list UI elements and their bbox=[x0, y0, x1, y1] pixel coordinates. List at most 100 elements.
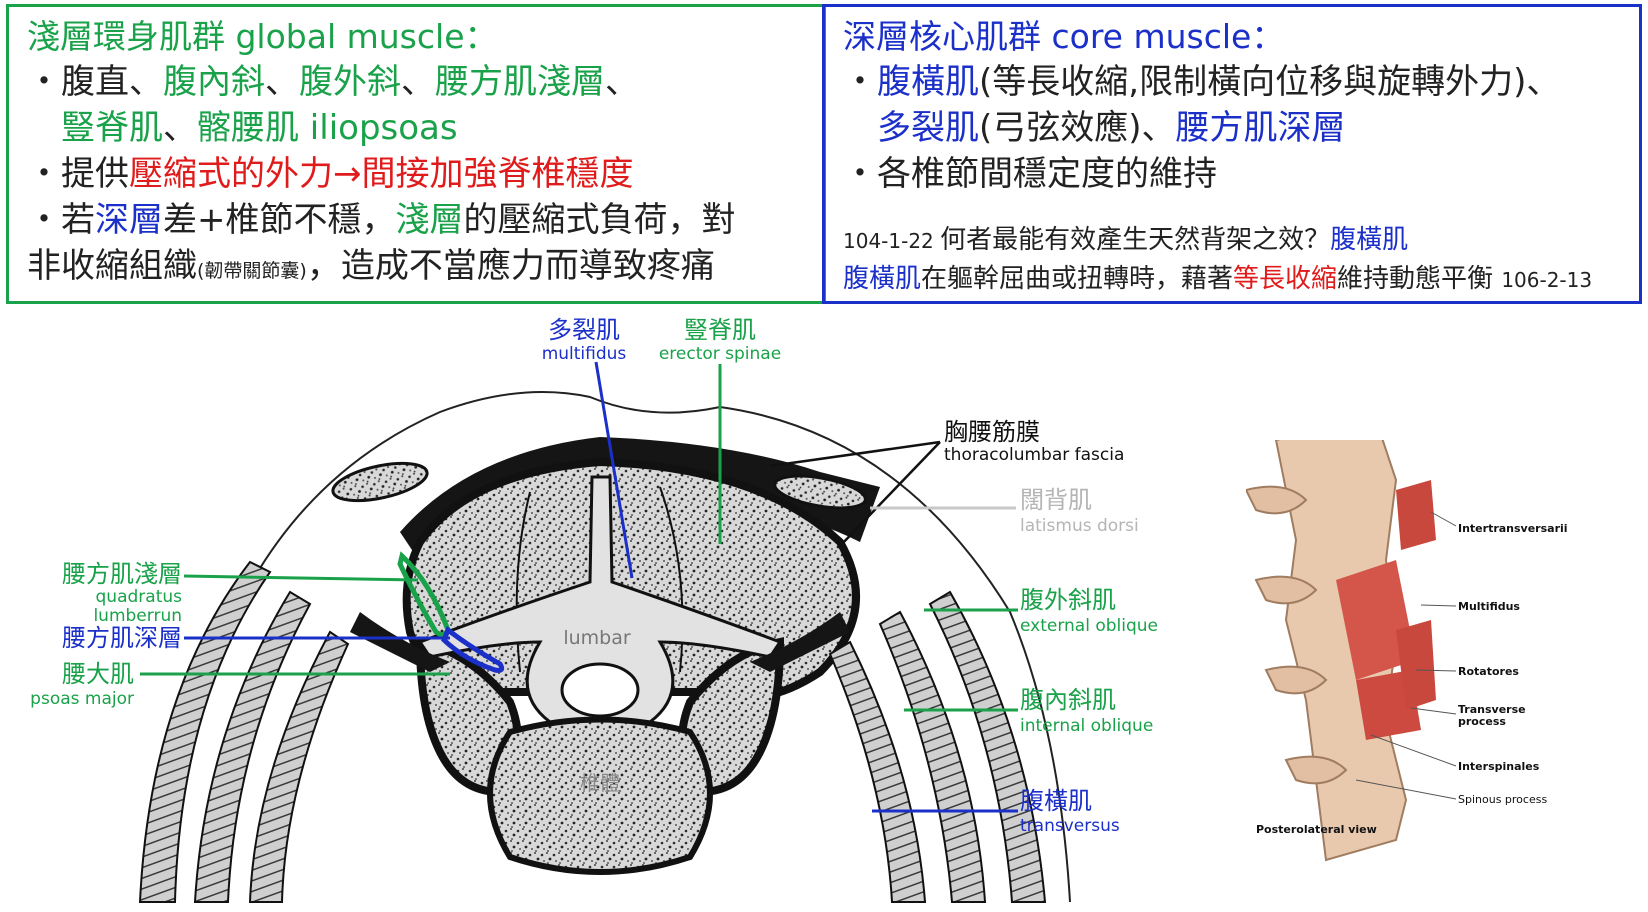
label-lumbar: lumbar bbox=[563, 627, 631, 649]
spine-bones bbox=[1274, 440, 1408, 862]
leader-ql-superficial bbox=[183, 574, 419, 582]
abdominal-layer-right-3 bbox=[828, 640, 927, 903]
spine-process-3 bbox=[1264, 665, 1328, 695]
bullet: ・ bbox=[843, 62, 877, 102]
muscle-multifidus bbox=[1336, 560, 1416, 680]
core-muscle-title: 深層核心肌群 core muscle： bbox=[843, 15, 1621, 59]
spine-label-intertransversarii: Intertransversarii bbox=[1458, 522, 1568, 535]
spinal-canal bbox=[560, 662, 640, 718]
text-fragment: 維持動態平衡 bbox=[1337, 264, 1502, 294]
muscle-lower bbox=[1396, 620, 1436, 710]
leader-intertransversarii bbox=[1430, 511, 1457, 527]
leader-multifidus bbox=[1420, 604, 1457, 607]
question-number: 106-2-13 bbox=[1501, 268, 1593, 292]
text-fragment: 腹橫肌 bbox=[877, 62, 979, 102]
ql-superficial-outline bbox=[397, 551, 451, 638]
leader-fascia-1 bbox=[769, 440, 941, 468]
core-muscle-panel: 深層核心肌群 core muscle： ・腹橫肌(等長收縮,限制橫向位移與旋轉外… bbox=[822, 4, 1642, 304]
spine-label-multifidus: Multifidus bbox=[1458, 600, 1520, 613]
thoracolumbar-fascia-band bbox=[400, 437, 880, 562]
text-fragment: ・若 bbox=[27, 200, 95, 240]
question-answer: 腹橫肌 bbox=[1330, 225, 1409, 255]
text-fragment: 腰方肌深層 bbox=[1175, 108, 1346, 148]
text-fragment: 腹直、 bbox=[61, 62, 163, 102]
core-bullet-1: ・腹橫肌(等長收縮,限制橫向位移與旋轉外力)、 bbox=[843, 59, 1621, 105]
spine-process-4 bbox=[1284, 755, 1348, 785]
text-fragment: 髂腰肌 iliopsoas bbox=[197, 108, 458, 148]
label-fascia-en: thoracolumbar fascia bbox=[944, 445, 1124, 465]
body-wall-outline bbox=[169, 391, 1071, 903]
label-int-oblique-zh: 腹內斜肌 bbox=[1020, 686, 1116, 714]
leader-fascia-2 bbox=[839, 441, 941, 547]
global-title-zh: 淺層環身肌群 bbox=[27, 17, 225, 56]
spine-label-process: process bbox=[1458, 715, 1506, 728]
leader-interspinales bbox=[1370, 734, 1457, 767]
global-bullet-2: ・提供壓縮式的外力→間接加強脊椎穩度 bbox=[27, 151, 805, 197]
latissimus-right-oval bbox=[773, 474, 867, 510]
spine-label-transverse: Transverse bbox=[1458, 703, 1526, 716]
core-bullet-1-cont: 多裂肌(弓弦效應)、腰方肌深層 bbox=[843, 105, 1621, 151]
fascia-band-right bbox=[750, 612, 850, 672]
global-title-en: global muscle： bbox=[225, 17, 498, 56]
label-transversus-en: transversus bbox=[1020, 816, 1120, 836]
text-fragment: 、 bbox=[265, 62, 299, 102]
spine-label-spinous-process: Spinous process bbox=[1458, 793, 1547, 806]
exam-question-2: 腹橫肌在軀幹屈曲或扭轉時，藉著等長收縮維持動態平衡 106-2-13 bbox=[843, 260, 1621, 299]
text-fragment: 腹外斜 bbox=[299, 62, 401, 102]
label-psoas-zh: 腰大肌 bbox=[62, 660, 134, 688]
spine-posterolateral-figure: Intertransversarii Multifidus Rotatores … bbox=[1246, 440, 1568, 862]
global-muscle-panel: 淺層環身肌群 global muscle： ・腹直、腹內斜、腹外斜、腰方肌淺層、… bbox=[6, 4, 826, 304]
muscle-septum bbox=[659, 486, 684, 673]
label-vertebral-body: 椎體 bbox=[580, 771, 620, 795]
label-ql-deep-zh: 腰方肌深層 bbox=[62, 624, 182, 652]
text-fragment: 差+椎節不穩， bbox=[163, 200, 396, 240]
ql-deep-outline bbox=[441, 625, 505, 673]
exam-question-1: 104-1-22 何者最能有效產生天然背架之效？腹橫肌 bbox=[843, 221, 1621, 260]
muscle-intertransversarii bbox=[1396, 480, 1436, 550]
spine-label-rotatores: Rotatores bbox=[1458, 665, 1519, 678]
leader-spinous-process bbox=[1355, 779, 1457, 800]
text-fragment: 、 bbox=[401, 62, 435, 102]
label-latissimus-zh: 闊背肌 bbox=[1020, 486, 1092, 514]
text-fragment: (弓弦效應)、 bbox=[979, 108, 1176, 148]
bullet: ・ bbox=[27, 62, 61, 102]
text-fragment: 等長收縮 bbox=[1233, 264, 1338, 294]
global-bullet-1-cont: 豎脊肌、髂腰肌 iliopsoas bbox=[27, 105, 805, 151]
label-ql-superficial-zh: 腰方肌淺層 bbox=[62, 560, 182, 588]
label-transversus-zh: 腹橫肌 bbox=[1020, 787, 1092, 815]
text-fragment: 在軀幹屈曲或扭轉時，藉著 bbox=[921, 264, 1234, 294]
global-bullet-3-cont: 非收縮組織(韌帶關節囊)，造成不當應力而導致疼痛 bbox=[27, 243, 805, 294]
label-ext-oblique-en: external oblique bbox=[1020, 616, 1158, 636]
abdominal-layer-left-3 bbox=[248, 630, 350, 903]
label-int-oblique-en: internal oblique bbox=[1020, 716, 1153, 736]
vertebral-body bbox=[487, 716, 713, 875]
spine-process-2 bbox=[1254, 575, 1318, 605]
global-muscle-title: 淺層環身肌群 global muscle： bbox=[27, 15, 805, 59]
text-fragment: 深層 bbox=[95, 200, 163, 240]
leader-multifidus bbox=[594, 361, 634, 579]
latissimus-left-oval bbox=[331, 461, 429, 503]
lumbar-cross-section-diagram: 多裂肌 multifidus 豎脊肌 erector spinae 胸腰筋膜 t… bbox=[30, 316, 1158, 903]
muscle-septum bbox=[515, 491, 531, 673]
text-fragment: 非收縮組織 bbox=[27, 246, 197, 286]
label-psoas-en: psoas major bbox=[30, 689, 134, 709]
label-multifidus-en: multifidus bbox=[542, 344, 627, 364]
question-text: 何者最能有效產生天然背架之效？ bbox=[940, 225, 1331, 255]
text-fragment: 、 bbox=[163, 108, 197, 148]
label-multifidus-zh: 多裂肌 bbox=[548, 316, 620, 344]
text-fragment: ・提供 bbox=[27, 154, 129, 194]
text-fragment: 的壓縮式負荷，對 bbox=[463, 200, 736, 240]
text-fragment: ，造成不當應力而導致疼痛 bbox=[306, 246, 715, 286]
label-latissimus-en: latismus dorsi bbox=[1020, 516, 1139, 536]
label-fascia-zh: 胸腰筋膜 bbox=[944, 418, 1040, 446]
question-number: 104-1-22 bbox=[843, 229, 941, 253]
label-erector-en: erector spinae bbox=[659, 344, 781, 364]
label-erector-zh: 豎脊肌 bbox=[684, 316, 756, 344]
abdominal-layer-left-1 bbox=[138, 560, 272, 903]
global-bullet-3: ・若深層差+椎節不穩，淺層的壓縮式負荷，對 bbox=[27, 197, 805, 243]
text-fragment: 腹內斜 bbox=[163, 62, 265, 102]
leader-transverse-process bbox=[1410, 707, 1457, 715]
core-title-en: core muscle： bbox=[1041, 17, 1285, 56]
spine-label-interspinales: Interspinales bbox=[1458, 760, 1540, 773]
text-fragment: 淺層 bbox=[395, 200, 464, 240]
